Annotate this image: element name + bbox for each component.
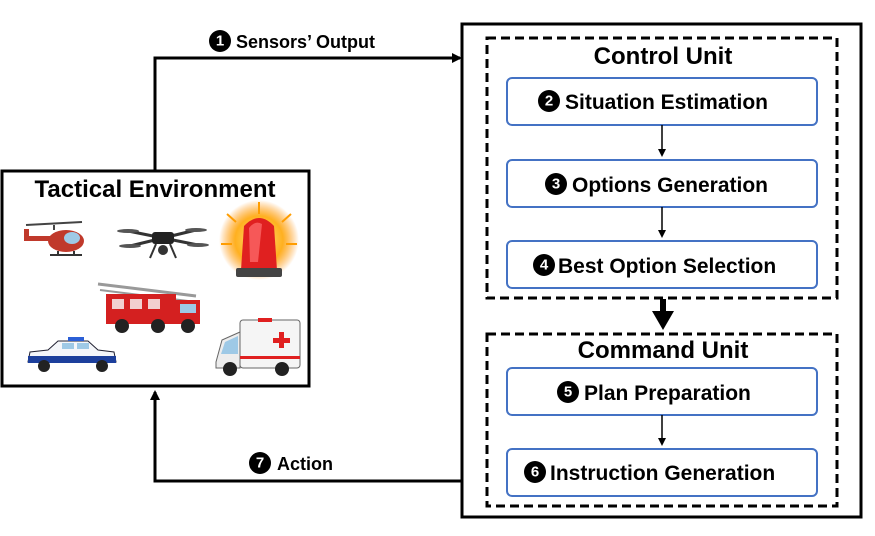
step-4-marker [533, 254, 555, 276]
step-6-marker [524, 461, 546, 483]
command-unit-box [485, 332, 839, 508]
svg-text:7: 7 [256, 455, 264, 472]
step-best-option-selection [506, 240, 818, 289]
control-unit-group: Control Unit 2 Situation Estimation 3 Op… [485, 36, 839, 300]
fire-truck-icon [97, 282, 200, 333]
tactical-environment-title: Tactical Environment [35, 176, 276, 203]
svg-text:4: 4 [540, 257, 549, 274]
step-instruction-generation [506, 448, 818, 497]
sensors-output-label: Sensors’ Output [236, 32, 375, 52]
step-3-marker [545, 173, 567, 195]
drone-icon [117, 228, 209, 259]
helicopter-icon [24, 221, 84, 256]
svg-text:1: 1 [216, 33, 224, 50]
command-unit-group: Command Unit 5 Plan Preparation 6 Instru… [485, 332, 839, 508]
control-unit-title: Control Unit [594, 43, 733, 70]
ambulance-icon [215, 318, 301, 376]
step-options-generation-label: Options Generation [572, 174, 768, 197]
police-car-icon [27, 337, 117, 372]
svg-text:2: 2 [545, 93, 553, 110]
svg-text:3: 3 [552, 176, 560, 193]
control-unit-box [485, 36, 839, 300]
svg-text:5: 5 [564, 384, 572, 401]
svg-text:6: 6 [531, 464, 539, 481]
arrow-control-to-command [652, 299, 674, 330]
sensors-output-edge: 1 Sensors’ Output [153, 30, 462, 171]
tactical-environment-box: Tactical Environment [0, 169, 311, 388]
step-best-option-selection-label: Best Option Selection [558, 255, 776, 278]
step-plan-preparation-label: Plan Preparation [584, 382, 751, 405]
siren-icon [219, 200, 299, 280]
step-situation-estimation-label: Situation Estimation [565, 91, 768, 114]
action-label: Action [277, 454, 333, 474]
step-instruction-generation-label: Instruction Generation [550, 462, 775, 485]
sensors-output-marker [209, 30, 231, 52]
action-edge: 7 Action [150, 390, 462, 483]
step-5-marker [557, 381, 579, 403]
command-unit-title: Command Unit [578, 337, 749, 364]
action-marker [249, 452, 271, 474]
step-2-marker [538, 90, 560, 112]
